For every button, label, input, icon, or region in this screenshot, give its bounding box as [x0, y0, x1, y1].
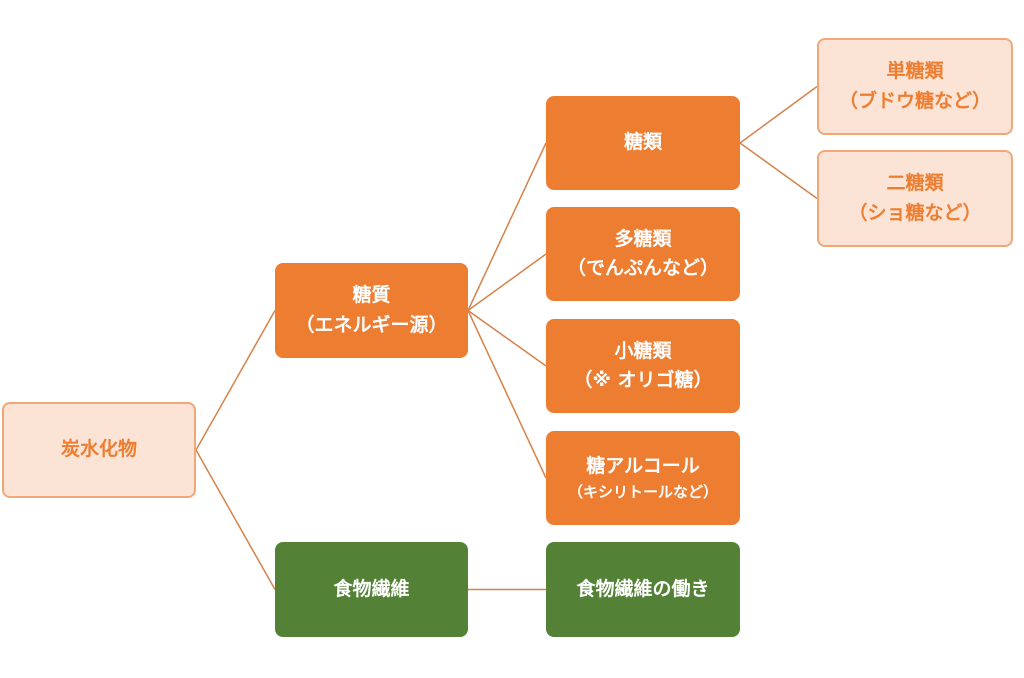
- node-sugar-alcohol-subtitle: （キシリトールなど）: [567, 483, 718, 502]
- node-dietary-fiber: 食物繊維: [275, 542, 468, 637]
- node-sugars-label: 糖類: [623, 131, 662, 154]
- node-oligosaccharides-title: 小糖類: [614, 339, 672, 362]
- node-monosaccharides-title: 単糖類: [886, 60, 944, 83]
- node-fiber-function: 食物繊維の働き: [546, 542, 740, 637]
- node-sugar-energy: 糖質 （エネルギー源）: [275, 263, 468, 358]
- node-oligosaccharides: 小糖類 （※ オリゴ糖）: [546, 319, 740, 413]
- node-oligosaccharides-subtitle: （※ オリゴ糖）: [573, 369, 713, 391]
- connector-root-to-toshitsu: [195, 310, 276, 451]
- node-monosaccharides-subtitle: （ブドウ糖など）: [838, 89, 991, 112]
- node-carbohydrate-label: 炭水化物: [60, 438, 137, 461]
- node-disaccharides-title: 二糖類: [886, 172, 944, 195]
- node-fiber-function-label: 食物繊維の働き: [576, 577, 710, 600]
- node-sugar-alcohol-title: 糖アルコール: [586, 454, 700, 477]
- node-sugars: 糖類: [546, 96, 740, 190]
- connector-torui-to-ni: [739, 142, 818, 200]
- node-dietary-fiber-label: 食物繊維: [333, 577, 410, 600]
- connector-toshitsu-to-torui: [467, 142, 547, 311]
- connector-toshitsu-to-tato: [467, 253, 547, 312]
- node-sugar-energy-subtitle: （エネルギー源）: [295, 313, 448, 336]
- node-disaccharides-subtitle: （ショ糖など）: [848, 201, 982, 224]
- node-disaccharides: 二糖類 （ショ糖など）: [817, 150, 1013, 247]
- connector-torui-to-tan: [739, 85, 818, 144]
- node-sugar-alcohol: 糖アルコール （キシリトールなど）: [546, 431, 740, 525]
- node-polysaccharides-subtitle: （でんぷんなど）: [566, 257, 719, 279]
- node-carbohydrate: 炭水化物: [2, 402, 196, 498]
- connector-toshitsu-to-shoto: [467, 309, 547, 367]
- node-polysaccharides: 多糖類 （でんぷんなど）: [546, 207, 740, 301]
- connector-toshitsu-to-alc: [467, 310, 547, 479]
- connector-root-to-fiber: [195, 449, 276, 590]
- node-polysaccharides-title: 多糖類: [614, 227, 672, 250]
- node-sugar-energy-title: 糖質: [352, 284, 391, 307]
- node-monosaccharides: 単糖類 （ブドウ糖など）: [817, 38, 1013, 135]
